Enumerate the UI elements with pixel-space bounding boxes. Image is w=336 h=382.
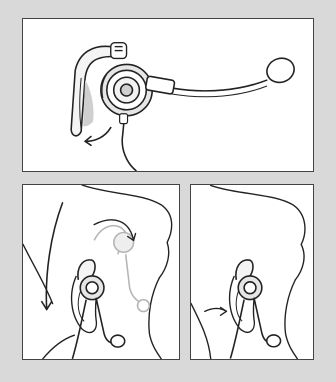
boom-arm: [145, 76, 266, 97]
press-arrow-icon: [205, 307, 227, 315]
rotate-arrow-icon: [85, 128, 111, 146]
ear-hook-fitting-panel: [22, 184, 180, 360]
ear-hook-fitted-panel: [190, 184, 314, 360]
headset-on-ear: [230, 260, 280, 359]
microphone-foam: [263, 54, 297, 86]
headset-ghost: [94, 226, 149, 312]
ear-hook-fitted-illustration: [191, 185, 313, 359]
headset-on-ear: [72, 260, 124, 359]
cable-strain-relief: [120, 114, 128, 124]
headset-overview-illustration: [23, 19, 313, 171]
earpiece: [101, 64, 152, 115]
ear-hook-fitting-illustration: [23, 185, 179, 359]
headset-overview-panel: [22, 18, 314, 172]
hinge: [111, 43, 127, 59]
head-outline: [23, 185, 172, 359]
down-arrow-icon: [42, 203, 63, 310]
